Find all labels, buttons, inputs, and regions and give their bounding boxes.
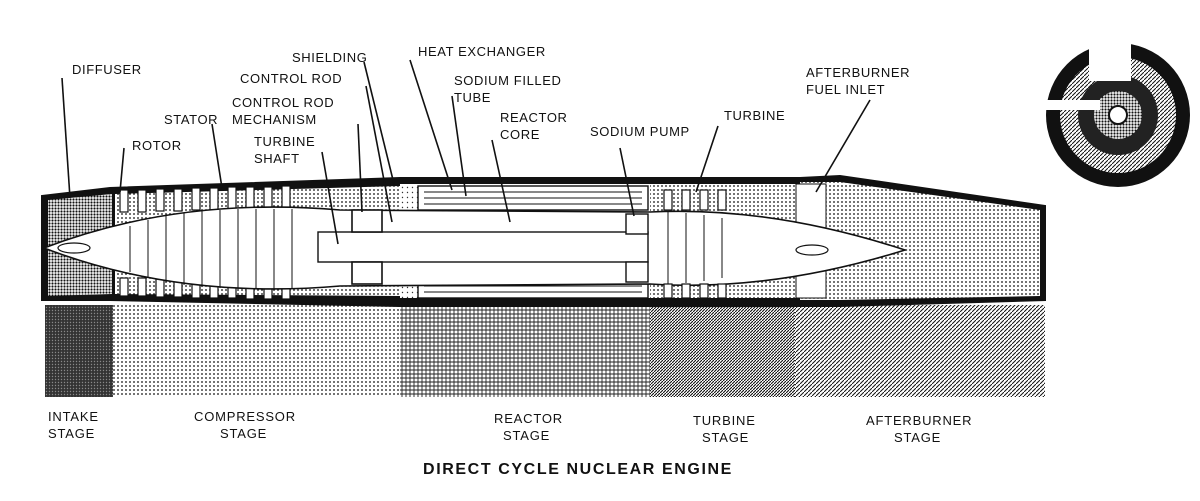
control-rod-mechanism-bottom <box>351 261 383 285</box>
label-reactor-core-line2: CORE <box>500 127 540 142</box>
stage-turbine-line2: STAGE <box>702 430 749 445</box>
label-turbine-shaft-line1: TURBINE <box>254 134 315 149</box>
label-reactor-core-line1: REACTOR <box>500 110 568 125</box>
label-afterburner-fuel-inlet-line2: FUEL INLET <box>806 82 885 97</box>
tailcone-port <box>795 244 829 256</box>
label-sodium-filled-tube-line1: SODIUM FILLED <box>454 73 561 88</box>
engine-body <box>41 174 1046 307</box>
diagram-title: DIRECT CYCLE NUCLEAR ENGINE <box>423 461 733 478</box>
turbine-stage-band <box>650 305 795 397</box>
callout-lines <box>61 59 871 245</box>
label-afterburner-fuel-inlet-line1: AFTERBURNER <box>806 65 910 80</box>
label-stator: STATOR <box>164 112 218 127</box>
compressor-stage-band <box>113 305 400 397</box>
turbine-blades <box>663 189 727 299</box>
stage-compressor-line2: STAGE <box>220 426 267 441</box>
callout-labels: DIFFUSER ROTOR STATOR CONTROL ROD MECHAN… <box>72 44 910 166</box>
control-rod-mechanism-top <box>351 209 383 233</box>
stage-band <box>45 305 1045 397</box>
label-diffuser: DIFFUSER <box>72 62 142 77</box>
afterburner-section <box>800 182 1040 300</box>
afterburner-stage-band <box>795 305 1045 397</box>
stage-afterburner-line2: STAGE <box>894 430 941 445</box>
label-heat-exchanger: HEAT EXCHANGER <box>418 44 546 59</box>
label-turbine-shaft-line2: SHAFT <box>254 151 300 166</box>
stage-afterburner-line1: AFTERBURNER <box>866 413 972 428</box>
stage-reactor-line1: REACTOR <box>494 411 563 426</box>
rotor-discs <box>129 209 723 289</box>
label-control-rod: CONTROL ROD <box>240 71 342 86</box>
label-shielding: SHIELDING <box>292 50 367 65</box>
intake-stage-band <box>45 305 113 397</box>
stage-compressor-line1: COMPRESSOR <box>194 409 296 424</box>
label-turbine: TURBINE <box>724 108 785 123</box>
turbine-shaft <box>317 231 649 263</box>
reactor-stage-band <box>400 305 650 397</box>
stage-turbine-line1: TURBINE <box>693 413 756 428</box>
intake-nose-port <box>57 242 91 254</box>
stage-intake-line2: STAGE <box>48 426 95 441</box>
stage-reactor-line2: STAGE <box>503 428 550 443</box>
label-sodium-filled-tube-line2: TUBE <box>454 90 491 105</box>
label-control-rod-mechanism-line2: MECHANISM <box>232 112 317 127</box>
compressor-blades <box>119 185 291 300</box>
stage-labels: INTAKE STAGE COMPRESSOR STAGE REACTOR ST… <box>48 409 972 445</box>
label-sodium-pump: SODIUM PUMP <box>590 124 690 139</box>
engine-end-view <box>1030 30 1190 187</box>
sodium-pump-bottom <box>625 261 649 283</box>
label-rotor: ROTOR <box>132 138 182 153</box>
label-control-rod-mechanism-line1: CONTROL ROD <box>232 95 334 110</box>
sodium-pump-top <box>625 213 649 235</box>
stage-intake-line1: INTAKE <box>48 409 99 424</box>
